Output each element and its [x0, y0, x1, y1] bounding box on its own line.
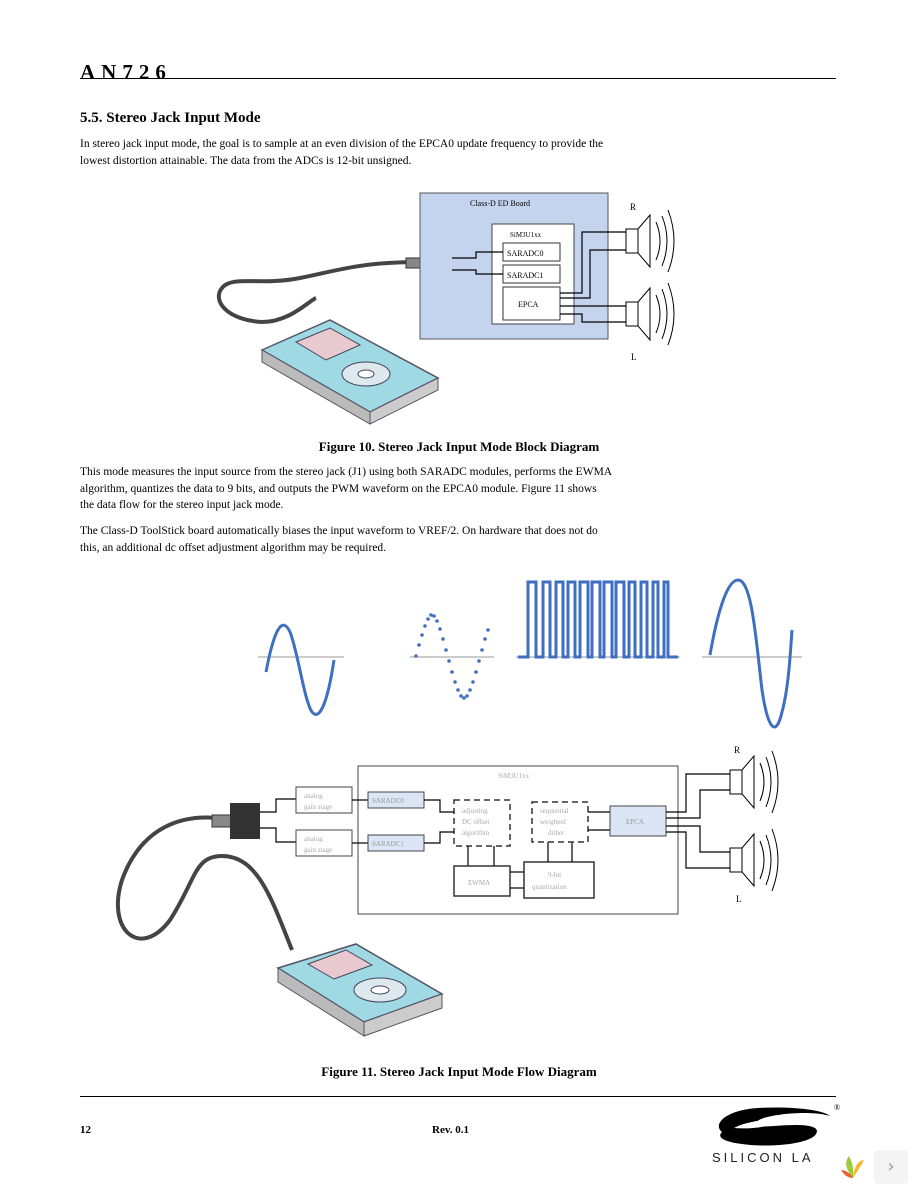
footer-rule	[80, 1096, 836, 1097]
saradc1-label-2: SARADC1	[372, 840, 404, 848]
dither-line1: sequential	[540, 807, 568, 815]
analog-sine-waveform	[258, 623, 344, 716]
right-channel-label-2: R	[734, 745, 740, 755]
body-p1-line-2: algorithm, quantizes the data to 9 bits,…	[80, 482, 597, 495]
speaker-right-icon-2	[729, 750, 779, 814]
mcu-label: SiM3U1xx	[510, 231, 542, 239]
revision-label: Rev. 0.1	[432, 1124, 469, 1136]
output-sine-waveform	[702, 578, 802, 729]
silicon-labs-logo	[718, 1107, 830, 1146]
figure-11-caption: Figure 11. Stereo Jack Input Mode Flow D…	[321, 1064, 597, 1079]
body-p2-line-2: this, an additional dc offset adjustment…	[80, 541, 387, 554]
speaker-output-lines	[560, 231, 626, 323]
pwm-waveform	[516, 580, 680, 659]
gain-top-line1: analog	[304, 792, 323, 800]
adc-to-offset-lines	[424, 799, 495, 866]
mcu-label-2: SiM3U1xx	[498, 772, 530, 780]
saradc1-label: SARADC1	[507, 271, 543, 280]
dither-to-epca-lines	[588, 811, 610, 831]
body-p1-line-3: the data flow for the stereo input jack …	[80, 499, 284, 511]
epca-label: EPCA	[518, 300, 539, 309]
body-paragraph-2: The Class-D ToolStick board automaticall…	[80, 523, 640, 556]
intro-line-2: lowest distortion attainable. The data f…	[80, 154, 412, 167]
epca-block-2	[609, 805, 667, 837]
headphone-cable-2	[115, 815, 294, 951]
ewma-block	[453, 865, 511, 897]
analog-gain-stage-bottom	[295, 829, 353, 857]
gain-bottom-line2: gain stage	[304, 846, 332, 854]
headphone-cable	[216, 260, 423, 325]
speaker-left-icon-2	[729, 828, 779, 892]
gain-bottom-line1: analog	[304, 835, 323, 843]
registered-mark: ®	[834, 1103, 841, 1112]
jack-plug-2	[211, 814, 233, 828]
board-label: Class-D ED Board	[470, 199, 530, 208]
media-player-illustration	[260, 319, 440, 425]
section-heading: 5.5. Stereo Jack Input Mode	[80, 110, 261, 126]
left-channel-label: L	[631, 352, 637, 362]
header-rule	[80, 78, 836, 79]
gain-to-adc-lines	[352, 799, 368, 844]
sampled-sine-waveform	[410, 613, 494, 700]
figure-10-block-diagram: Class-D ED Board SiM3U1xx SARADC0 SARADC…	[216, 192, 675, 425]
dc-offset-line2: DC offset	[462, 818, 489, 826]
quant-line2: quantization	[532, 883, 567, 891]
dither-block	[531, 801, 589, 843]
next-page-button[interactable]: ›	[874, 1150, 908, 1184]
saradc0-label-2: SARADC0	[372, 797, 404, 805]
figure-10-caption: Figure 10. Stereo Jack Input Mode Block …	[318, 439, 600, 454]
jack-to-gain-lines	[260, 798, 296, 843]
intro-line-1: In stereo jack input mode, the goal is t…	[80, 138, 604, 150]
left-channel-label-2: L	[736, 894, 742, 904]
speaker-left-icon	[625, 282, 675, 346]
stereo-jack-icon-2	[230, 803, 260, 839]
body-p1-line-1: This mode measures the input source from…	[80, 466, 613, 478]
dc-offset-line3: algorithm	[462, 829, 490, 837]
brand-wordmark: SILICON LA	[712, 1150, 814, 1165]
document-code: AN726	[80, 60, 172, 84]
quantization-block	[523, 861, 595, 899]
adc-input-lines	[452, 251, 503, 275]
epca-label-2: EPCA	[626, 818, 644, 826]
dither-line3: dither	[548, 829, 565, 837]
ewma-to-quant-lines	[510, 871, 524, 889]
body-p2-line-1: The Class-D ToolStick board automaticall…	[80, 525, 598, 537]
ewma-label: EWMA	[468, 879, 490, 887]
page-number: 12	[80, 1124, 91, 1136]
saradc0-label: SARADC0	[507, 249, 543, 258]
speaker-output-lines-2	[666, 773, 730, 869]
intro-paragraph: In stereo jack input mode, the goal is t…	[80, 136, 640, 169]
body-paragraph-1: This mode measures the input source from…	[80, 464, 640, 514]
right-channel-label: R	[630, 202, 636, 212]
epca-block	[502, 286, 561, 321]
speaker-right-icon	[625, 209, 675, 273]
media-player-illustration-2	[276, 943, 444, 1037]
dc-offset-block	[453, 799, 511, 847]
gain-top-line2: gain stage	[304, 803, 332, 811]
quant-to-dither-lines	[547, 842, 573, 862]
figure-11-flow-diagram: analog gain stage analog gain stage SiM3…	[115, 578, 802, 1037]
leaf-icon	[841, 1156, 864, 1178]
dither-line2: weighted	[540, 818, 566, 826]
quant-line1: 9-bit	[548, 871, 561, 879]
dc-offset-line1: adjusting	[462, 807, 488, 815]
